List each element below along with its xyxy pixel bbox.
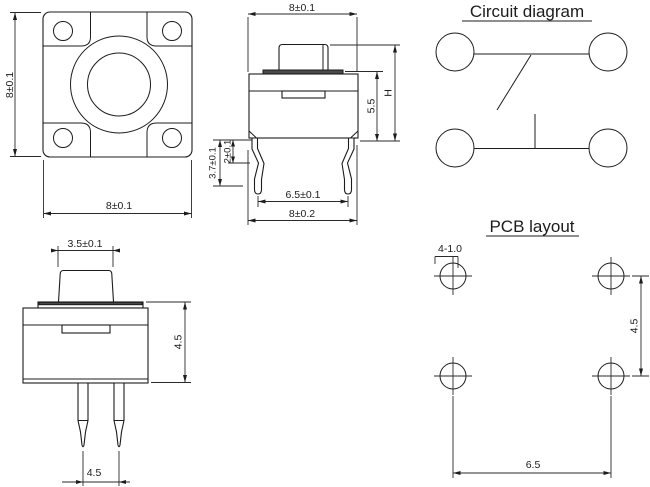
dimension-pin-spacing: 4.5 <box>62 451 130 486</box>
side-view-drawing: 8±0.1 3.7±0.1 2±0.1 <box>208 2 400 225</box>
arrowhead <box>639 368 643 376</box>
dimension-front-height: 4.5 <box>146 301 191 383</box>
arrowhead <box>340 199 348 204</box>
arrowhead <box>231 156 235 163</box>
pcb-layout: PCB layout 4-1.0 <box>434 217 649 478</box>
arrowhead <box>258 199 266 204</box>
arrowhead <box>375 134 379 141</box>
dimension-label: 3.5±0.1 <box>68 238 103 250</box>
arrowhead <box>13 12 17 20</box>
arrowhead <box>43 211 51 216</box>
corner-fillet <box>43 122 91 157</box>
dimension-total-height: H <box>330 44 400 142</box>
mounting-hole <box>162 128 182 148</box>
arrowhead <box>248 12 256 16</box>
arrowhead <box>603 471 611 475</box>
metal-cover-plate <box>262 69 344 75</box>
dimension-label: 8±0.1 <box>4 72 16 98</box>
body-notch <box>281 90 326 99</box>
mounting-hole <box>53 21 73 41</box>
corner-fillet <box>146 122 192 157</box>
dimension-body-height: 5.5 <box>345 71 383 141</box>
arrowhead <box>218 140 222 147</box>
pcb-hole <box>434 257 472 295</box>
arrowhead <box>349 12 357 16</box>
switch-body-outline <box>42 11 193 158</box>
circuit-diagram-title: Circuit diagram <box>470 2 584 21</box>
arrowhead <box>231 140 235 147</box>
mounting-hole <box>53 128 73 148</box>
arrowhead <box>393 133 397 141</box>
push-button-stem <box>57 269 115 303</box>
pin-right <box>113 382 125 448</box>
dimension-label: 4-1.0 <box>438 243 462 255</box>
arrowhead <box>218 179 222 186</box>
arrowhead <box>248 218 256 223</box>
corner-fillet <box>43 12 91 47</box>
dimension-base-width: 8±0.2 <box>247 145 358 225</box>
front-view-drawing: 3.5±0.1 4.5 4 <box>22 238 191 486</box>
dimension-label: 8±0.2 <box>289 208 315 220</box>
dimension-button-width: 3.5±0.1 <box>51 238 120 267</box>
dimension-top-view-height: 8±0.1 <box>4 12 41 157</box>
arrowhead <box>349 218 357 223</box>
dimension-pin-span: 6.5±0.1 <box>257 189 349 207</box>
dimension-pcb-horizontal: 6.5 <box>452 396 612 478</box>
circuit-diagram: Circuit diagram <box>435 2 628 168</box>
body-notch <box>61 324 111 334</box>
pcb-layout-title: PCB layout <box>489 217 574 236</box>
dimension-label: 6.5±0.1 <box>286 189 321 201</box>
pcb-hole <box>592 257 630 295</box>
arrowhead <box>453 471 461 475</box>
dimension-label: 5.5 <box>366 99 378 114</box>
dimension-top-view-width: 8±0.1 <box>43 160 192 218</box>
dimension-label: 8±0.1 <box>106 200 132 212</box>
dimension-label: 2±0.1 <box>223 140 234 164</box>
arrowhead <box>184 211 192 216</box>
dimension-label: 6.5 <box>526 459 541 471</box>
dimension-label: 3.7±0.1 <box>208 147 219 179</box>
dimension-label: 4.5 <box>173 335 185 350</box>
arrowhead <box>393 45 397 53</box>
terminal-circle <box>435 128 475 168</box>
push-button-circle <box>87 52 151 117</box>
switch-body <box>22 307 149 384</box>
pcb-hole <box>592 357 630 395</box>
push-button-stem <box>278 43 329 71</box>
body-chamfer <box>350 130 359 139</box>
metal-cover-plate-edge <box>38 301 143 306</box>
arrowhead <box>375 71 379 79</box>
arrowhead <box>639 276 643 284</box>
corner-fillet <box>146 12 192 47</box>
dimension-label: H <box>383 89 395 97</box>
terminal-circle <box>588 128 628 168</box>
dimension-label: 4.5 <box>629 319 641 334</box>
pin-left <box>77 382 89 448</box>
dimension-pcb-vertical: 4.5 <box>629 275 649 377</box>
dimension-label: 8±0.1 <box>289 2 315 14</box>
pcb-hole <box>434 357 472 395</box>
arrowhead <box>76 480 83 484</box>
arrowhead <box>183 375 187 383</box>
body-chamfer <box>248 130 257 139</box>
bent-pin-right <box>341 137 355 195</box>
arrowhead <box>183 302 187 310</box>
terminal-circle <box>588 32 628 72</box>
top-view-drawing: 8±0.1 8±0.1 <box>4 11 193 218</box>
arrowhead <box>51 248 58 253</box>
dimension-side-width-top: 8±0.1 <box>247 2 358 72</box>
arrowhead <box>119 480 126 484</box>
switch-lever-line <box>496 54 532 111</box>
arrowhead <box>13 149 17 157</box>
terminal-circle <box>435 32 475 72</box>
switch-body <box>248 73 359 139</box>
button-collar-circle <box>70 35 168 134</box>
dimension-pin-length: 3.7±0.1 2±0.1 <box>208 139 252 187</box>
mounting-hole <box>162 21 182 41</box>
dimension-hole-callout: 4-1.0 <box>434 243 462 268</box>
dimension-label: 4.5 <box>87 467 102 479</box>
arrowhead <box>113 248 120 253</box>
bent-pin-left <box>251 137 265 195</box>
